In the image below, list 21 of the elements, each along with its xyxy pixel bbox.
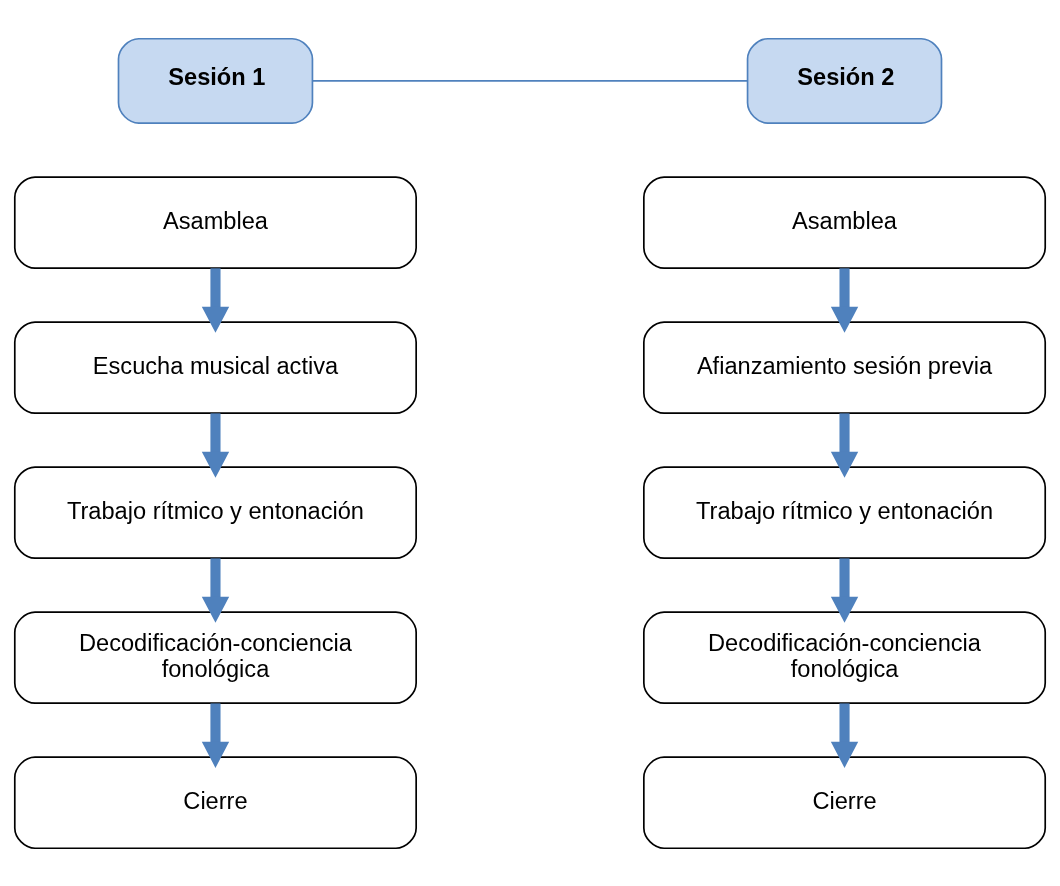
node-box: Afianzamiento sesión previa — [643, 320, 1047, 414]
arrow — [830, 267, 859, 333]
arrow — [201, 267, 230, 333]
arrow — [201, 412, 230, 478]
node-box: Sesión 1 — [117, 37, 314, 124]
node-box: Asamblea — [643, 175, 1047, 269]
node-box: Cierre — [13, 755, 417, 849]
node-box: Cierre — [643, 755, 1047, 849]
arrow — [201, 702, 230, 768]
node-box: Trabajo rítmico y entonación — [643, 465, 1047, 559]
node-box: Trabajo rítmico y entonación — [13, 465, 417, 559]
node-box: Escucha musical activa — [13, 320, 417, 414]
node-box: Asamblea — [13, 175, 417, 269]
node-box: Sesión 2 — [746, 37, 943, 124]
arrow — [830, 412, 859, 478]
arrow — [830, 702, 859, 768]
arrow — [830, 557, 859, 623]
connector — [311, 79, 749, 82]
node-box: Decodificación-conciencia fonológica — [13, 610, 417, 704]
arrow — [201, 557, 230, 623]
node-box: Decodificación-conciencia fonológica — [643, 610, 1047, 704]
